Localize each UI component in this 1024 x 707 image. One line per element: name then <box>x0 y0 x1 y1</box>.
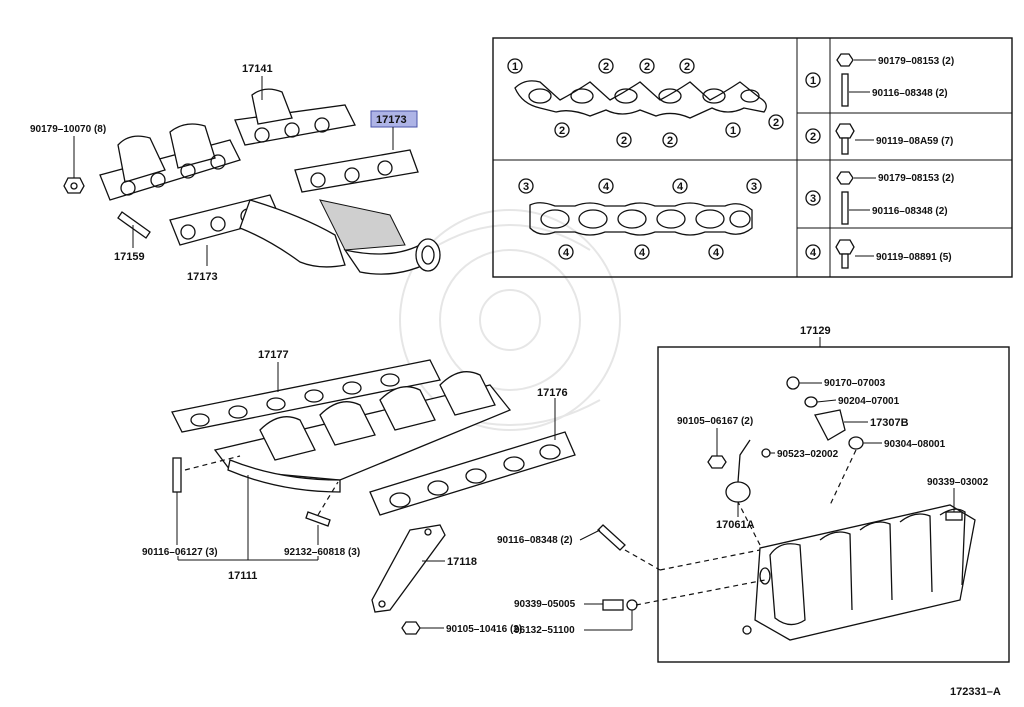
svg-text:2: 2 <box>559 125 565 137</box>
highlight-17173[interactable] <box>370 110 418 128</box>
label-92132-60818: 92132–60818 (3) <box>284 547 360 558</box>
gasket-table: 1 2 2 2 2 2 2 1 2 3 4 4 3 4 4 4 1 90179–… <box>492 37 1013 278</box>
label-17173-bottom: 17173 <box>187 271 218 283</box>
diagram-code: 172331–A <box>950 686 1001 698</box>
label-90523-02002: 90523–02002 <box>777 449 839 460</box>
intake-manifold-drawing <box>171 359 576 635</box>
label-90339-05005: 90339–05005 <box>514 599 576 610</box>
svg-text:4: 4 <box>810 247 817 259</box>
svg-text:2: 2 <box>773 117 779 129</box>
svg-text:3: 3 <box>751 181 757 193</box>
svg-text:2: 2 <box>644 61 650 73</box>
label-90179-10070: 90179–10070 (8) <box>30 124 106 135</box>
label-17141: 17141 <box>242 63 273 75</box>
label-17129: 17129 <box>800 325 831 337</box>
svg-text:2: 2 <box>684 61 690 73</box>
label-96132-51100: 96132–51100 <box>514 625 575 636</box>
label-17061A: 17061A <box>716 519 755 531</box>
svg-text:1: 1 <box>730 125 736 137</box>
label-17307B: 17307B <box>870 417 909 429</box>
label-90116-06127: 90116–06127 (3) <box>142 547 218 558</box>
label-90116-08348: 90116–08348 (2) <box>497 535 573 546</box>
label-90339-03002: 90339–03002 <box>927 477 989 488</box>
label-90304-08001: 90304–08001 <box>884 439 946 450</box>
exhaust-gasket-markers: 1 2 2 2 2 2 2 1 2 <box>507 58 784 148</box>
svg-text:4: 4 <box>713 247 720 259</box>
svg-text:2: 2 <box>621 135 627 147</box>
svg-text:1: 1 <box>512 61 518 73</box>
svg-text:1: 1 <box>810 75 816 87</box>
svg-text:90179–08153 (2): 90179–08153 (2) <box>878 173 954 184</box>
label-90204-07001: 90204–07001 <box>838 396 900 407</box>
label-17176: 17176 <box>537 387 568 399</box>
label-17177: 17177 <box>258 349 289 361</box>
svg-text:90119–08891 (5): 90119–08891 (5) <box>876 252 952 263</box>
svg-text:2: 2 <box>667 135 673 147</box>
svg-text:90116–08348 (2): 90116–08348 (2) <box>872 88 948 99</box>
legend-row-4: 4 90119–08891 (5) <box>805 239 952 269</box>
svg-text:3: 3 <box>523 181 529 193</box>
legend-row-1: 1 90179–08153 (2) 90116–08348 (2) <box>805 53 954 107</box>
legend-row-2: 2 90119–08A59 (7) <box>805 123 953 155</box>
svg-text:3: 3 <box>810 193 816 205</box>
svg-text:90119–08A59 (7): 90119–08A59 (7) <box>876 136 953 147</box>
label-90105-10416: 90105–10416 (2) <box>446 624 522 635</box>
svg-text:90116–08348 (2): 90116–08348 (2) <box>872 206 948 217</box>
label-90170-07003: 90170–07003 <box>824 378 886 389</box>
label-17118: 17118 <box>447 556 477 568</box>
svg-text:90179–08153 (2): 90179–08153 (2) <box>878 56 954 67</box>
svg-text:2: 2 <box>810 131 816 143</box>
svg-text:4: 4 <box>677 181 684 193</box>
label-17173-top: 17173 <box>376 114 407 126</box>
legend-row-3: 3 90179–08153 (2) 90116–08348 (2) <box>805 171 954 225</box>
exhaust-manifold-drawing <box>63 88 441 275</box>
intake-gasket-markers: 3 4 4 3 4 4 4 <box>518 178 762 260</box>
label-90105-06167: 90105–06167 (2) <box>677 416 753 427</box>
plenum-drawing <box>597 376 976 641</box>
plenum-box <box>657 346 1010 663</box>
label-17159: 17159 <box>114 251 145 263</box>
svg-text:4: 4 <box>603 181 610 193</box>
svg-text:4: 4 <box>563 247 570 259</box>
label-17111: 17111 <box>228 570 257 582</box>
svg-text:4: 4 <box>639 247 646 259</box>
svg-text:2: 2 <box>603 61 609 73</box>
